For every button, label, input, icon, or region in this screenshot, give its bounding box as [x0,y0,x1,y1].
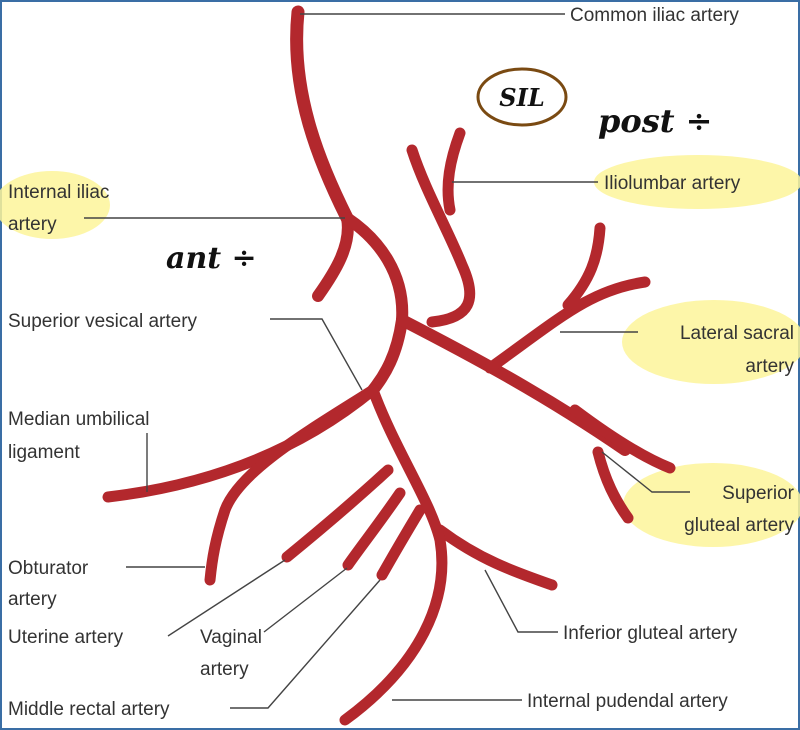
label-superior-gluteal-artery-line2: gluteal artery [684,515,794,536]
lateral-sacral-artery [490,282,645,368]
label-internal-iliac-artery-line1: Internal iliac [8,182,109,203]
label-internal-pudendal-artery: Internal pudendal artery [527,691,728,712]
label-lateral-sacral-artery-line1: Lateral sacral [680,323,794,344]
anterior-division [373,320,402,390]
label-median-umbilical-ligament-line2: ligament [8,442,81,463]
superior-gluteal-artery [575,410,670,468]
superior-gluteal-branch [598,452,628,518]
internal-iliac-artery [347,218,402,320]
label-obturator-artery-line2: artery [8,589,57,610]
label-superior-gluteal-artery-line1: Superior [722,483,794,504]
leader-vaginal [264,568,347,632]
label-vaginal-artery-line2: artery [200,659,249,680]
label-lateral-sacral-artery-line2: artery [745,356,794,377]
common-iliac-artery [297,12,347,218]
external-iliac-artery [318,218,348,296]
iliolumbar-artery [412,150,470,322]
leader-uterine [168,560,285,636]
label-middle-rectal-artery: Middle rectal artery [8,699,170,720]
label-vaginal-artery-line1: Vaginal [200,627,262,648]
label-inferior-gluteal-artery: Inferior gluteal artery [563,623,738,644]
iliolumbar-branch [448,133,460,210]
label-internal-iliac-artery-line2: artery [8,214,57,235]
label-iliolumbar-artery: Iliolumbar artery [604,173,741,194]
label-median-umbilical-ligament-line1: Median umbilical [8,409,150,430]
leader-superior-vesical [270,319,362,390]
posterior-division [402,320,625,450]
label-obturator-artery-line1: Obturator [8,558,89,579]
note-sil: SIL [499,83,544,112]
note-ant: ant ÷ [166,241,257,276]
label-common-iliac-artery: Common iliac artery [570,5,739,26]
arteries [108,12,670,720]
label-uterine-artery: Uterine artery [8,627,124,648]
uterine-artery [287,470,388,557]
note-post: post ÷ [598,102,712,140]
inferior-gluteal-artery [440,530,552,585]
label-superior-vesical-artery: Superior vesical artery [8,311,198,332]
